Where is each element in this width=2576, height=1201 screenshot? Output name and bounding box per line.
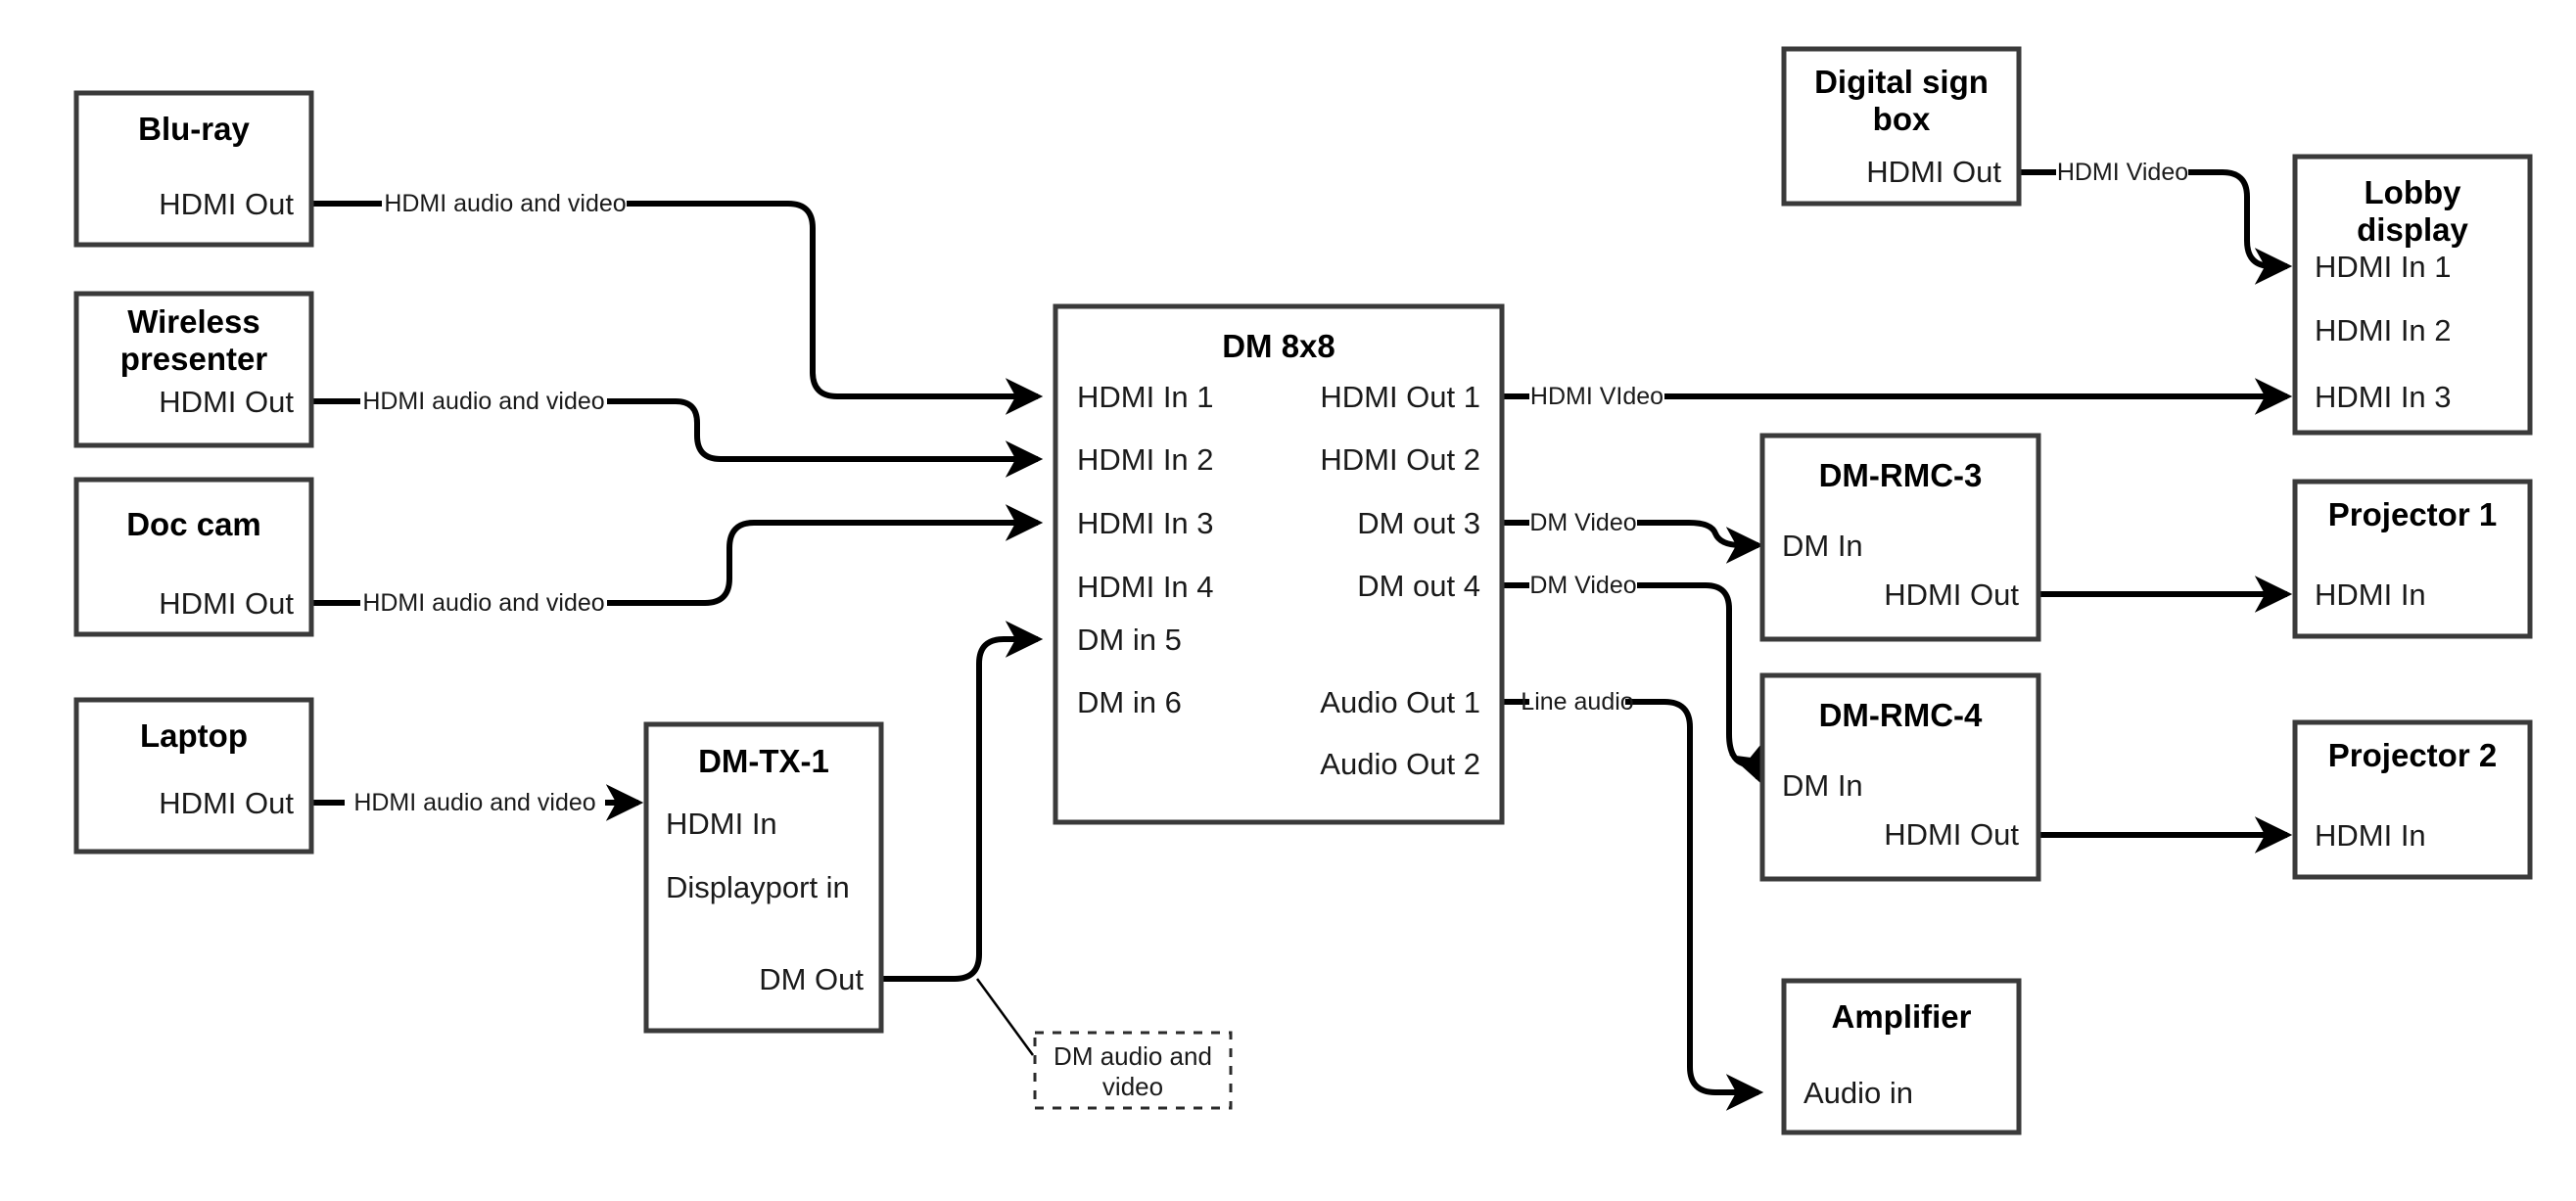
port-dm-8x8-hdmi-in-2: HDMI In 2 — [1077, 442, 1214, 477]
node-wireless-presenter-title-line1: Wireless — [127, 303, 259, 340]
port-dm-8x8-hdmi-out-1: HDMI Out 1 — [1320, 380, 1480, 414]
note-dm-audio-and-video-line1: DM audio and — [1054, 1041, 1212, 1071]
port-dm-8x8-hdmi-in-1: HDMI In 1 — [1077, 380, 1214, 414]
port-bluray-hdmi-out: HDMI Out — [159, 187, 294, 221]
node-amplifier-box[interactable] — [1781, 978, 2022, 1135]
node-doc-cam[interactable]: Doc cam HDMI Out — [73, 477, 314, 637]
link-doccam-to-in3 — [311, 523, 1038, 606]
link-bluray-to-in1 — [311, 201, 1038, 396]
node-laptop[interactable]: Laptop HDMI Out — [73, 697, 314, 855]
node-dm-8x8-title: DM 8x8 — [1222, 328, 1335, 364]
edge-label-doccam-to-in3: HDMI audio and video — [362, 589, 604, 617]
port-dm-8x8-dm-in-6: DM in 6 — [1077, 685, 1182, 719]
edge-label-bluray-to-in1: HDMI audio and video — [384, 190, 626, 217]
node-digital-sign-box-box[interactable] — [1781, 46, 2022, 207]
port-doc-cam-hdmi-out: HDMI Out — [159, 586, 294, 621]
node-projector-2[interactable]: Projector 2 HDMI In — [2292, 719, 2533, 880]
port-lobby-display-hdmi-in-2: HDMI In 2 — [2315, 313, 2452, 347]
edge-label-sign-to-lobby1: HDMI Video — [2057, 159, 2188, 186]
edge-label-wireless-to-in2: HDMI audio and video — [362, 388, 604, 415]
port-dm-8x8-dm-in-5: DM in 5 — [1077, 623, 1182, 657]
node-dm-8x8-box[interactable] — [1053, 303, 1505, 825]
node-dm-rmc-3-box[interactable] — [1759, 433, 2041, 642]
node-dm-tx-1[interactable]: DM-TX-1 HDMI In Displayport in DM Out — [643, 721, 884, 1034]
node-bluray[interactable]: Blu-ray HDMI Out — [73, 90, 314, 248]
link-dmout4-to-rmc4 — [1502, 582, 1758, 778]
node-projector-2-title: Projector 2 — [2328, 737, 2497, 773]
port-lobby-display-hdmi-in-3: HDMI In 3 — [2315, 380, 2452, 414]
port-dm-8x8-dm-out-4: DM out 4 — [1357, 569, 1480, 603]
port-digital-sign-box-hdmi-out: HDMI Out — [1866, 155, 2001, 189]
node-dm-tx-1-box[interactable] — [643, 721, 884, 1034]
note-dm-audio-and-video-line2: video — [1102, 1072, 1163, 1101]
port-dm-rmc-4-dm-in: DM In — [1782, 768, 1863, 803]
node-dm-tx-1-title: DM-TX-1 — [698, 743, 829, 779]
node-amplifier[interactable]: Amplifier Audio in — [1781, 978, 2022, 1135]
edge-layer: HDMI audio and video HDMI audio and vide… — [311, 159, 2287, 1092]
link-wireless-to-in2 — [311, 398, 1038, 459]
node-digital-sign-box[interactable]: Digital sign box HDMI Out — [1781, 46, 2022, 207]
node-bluray-title: Blu-ray — [138, 111, 250, 147]
port-dm-rmc-4-hdmi-out: HDMI Out — [1884, 817, 2019, 852]
port-dm-tx-1-displayport-in: Displayport in — [666, 870, 850, 904]
port-dm-8x8-hdmi-in-3: HDMI In 3 — [1077, 506, 1214, 540]
link-dmout3-to-rmc3 — [1502, 523, 1758, 545]
node-wireless-presenter-title-line2: presenter — [120, 341, 268, 377]
edge-label-dmout4-to-rmc4: DM Video — [1529, 572, 1636, 599]
node-bluray-box[interactable] — [73, 90, 314, 248]
link-sign-to-lobby1 — [2019, 169, 2287, 266]
node-lobby-display[interactable]: Lobby display HDMI In 1 HDMI In 2 HDMI I… — [2292, 154, 2533, 436]
edge-label-hdmiout1-to-lobby3: HDMI VIdeo — [1530, 383, 1663, 410]
node-laptop-title: Laptop — [140, 717, 248, 754]
node-dm-rmc-4-box[interactable] — [1759, 672, 2041, 882]
edge-label-audioout1-to-amp: Line audio — [1521, 688, 1633, 716]
port-laptop-hdmi-out: HDMI Out — [159, 786, 294, 820]
node-dm-8x8[interactable]: DM 8x8 HDMI In 1 HDMI In 2 HDMI In 3 HDM… — [1053, 303, 1505, 825]
leader-dm-audio-video-note — [975, 978, 1035, 1056]
node-amplifier-title: Amplifier — [1831, 998, 1971, 1035]
link-tx-to-dmin5 — [881, 621, 1044, 982]
node-wireless-presenter-box[interactable] — [73, 291, 314, 448]
note-dm-audio-and-video-box — [1033, 1031, 1233, 1110]
port-projector-2-hdmi-in: HDMI In — [2315, 818, 2426, 853]
node-digital-sign-box-title-line1: Digital sign — [1814, 64, 1989, 100]
edge-label-laptop-to-tx: HDMI audio and video — [353, 789, 595, 816]
port-amplifier-audio-in: Audio in — [1803, 1076, 1913, 1110]
node-wireless-presenter[interactable]: Wireless presenter HDMI Out — [73, 291, 314, 448]
node-laptop-box[interactable] — [73, 697, 314, 855]
node-dm-rmc-4-title: DM-RMC-4 — [1819, 697, 1983, 733]
node-lobby-display-box[interactable] — [2292, 154, 2533, 436]
port-wireless-presenter-hdmi-out: HDMI Out — [159, 385, 294, 419]
note-dm-audio-and-video: DM audio and video — [1033, 1031, 1233, 1110]
node-projector-2-box[interactable] — [2292, 719, 2533, 880]
link-audioout1-to-amp — [1502, 699, 1758, 1092]
port-projector-1-hdmi-in: HDMI In — [2315, 577, 2426, 612]
port-dm-8x8-audio-out-2: Audio Out 2 — [1320, 747, 1480, 781]
port-dm-tx-1-hdmi-in: HDMI In — [666, 807, 777, 841]
port-dm-8x8-audio-out-1: Audio Out 1 — [1320, 685, 1480, 719]
port-dm-8x8-dm-out-3: DM out 3 — [1357, 506, 1480, 540]
port-dm-rmc-3-dm-in: DM In — [1782, 529, 1863, 563]
node-projector-1-box[interactable] — [2292, 479, 2533, 639]
port-dm-8x8-hdmi-in-4: HDMI In 4 — [1077, 570, 1214, 604]
node-dm-rmc-4[interactable]: DM-RMC-4 DM In HDMI Out — [1759, 672, 2041, 882]
node-doc-cam-box[interactable] — [73, 477, 314, 637]
edge-label-dmout3-to-rmc3: DM Video — [1529, 509, 1636, 536]
port-dm-tx-1-dm-out: DM Out — [759, 962, 864, 996]
port-dm-rmc-3-hdmi-out: HDMI Out — [1884, 577, 2019, 612]
node-lobby-display-title-line2: display — [2357, 211, 2468, 248]
node-projector-1[interactable]: Projector 1 HDMI In — [2292, 479, 2533, 639]
node-dm-rmc-3[interactable]: DM-RMC-3 DM In HDMI Out — [1759, 433, 2041, 642]
node-projector-1-title: Projector 1 — [2328, 496, 2497, 532]
port-lobby-display-hdmi-in-1: HDMI In 1 — [2315, 250, 2452, 284]
port-dm-8x8-hdmi-out-2: HDMI Out 2 — [1320, 442, 1480, 477]
node-doc-cam-title: Doc cam — [126, 506, 261, 542]
node-digital-sign-box-title-line2: box — [1873, 101, 1931, 137]
node-dm-rmc-3-title: DM-RMC-3 — [1819, 457, 1983, 493]
node-lobby-display-title-line1: Lobby — [2365, 174, 2462, 210]
